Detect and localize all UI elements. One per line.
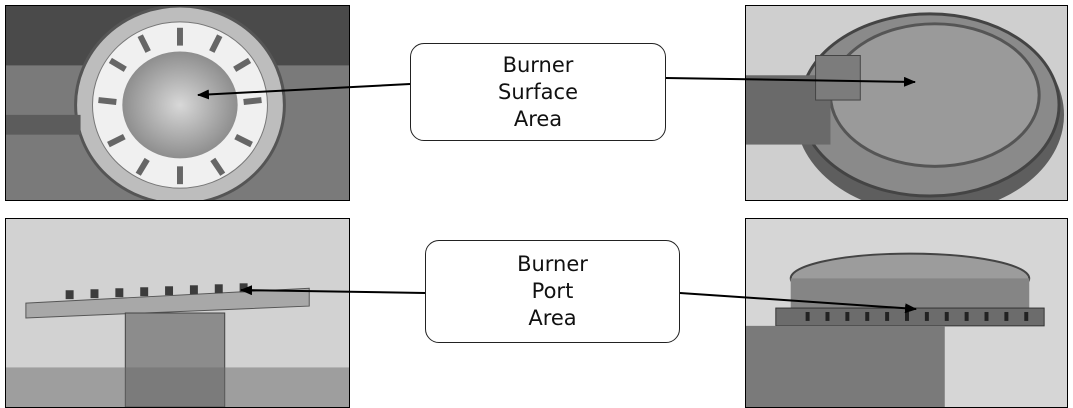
callout-burner-surface-area: Burner Surface Area: [410, 43, 666, 141]
callout-surface-line-2: Surface: [497, 79, 578, 104]
callout-port-line-3: Area: [528, 306, 577, 330]
callout-burner-port-area: Burner Port Area: [425, 240, 680, 343]
callout-port-line-2: Port: [531, 279, 574, 303]
callout-port-line-1: Burner: [517, 252, 588, 276]
callout-surface-line-3: Area: [513, 106, 563, 131]
callout-surface-line-1: Burner: [502, 52, 574, 77]
photo-sealed-burner-side: [5, 218, 350, 408]
photo-cast-burner-side: [745, 218, 1068, 408]
photo-cast-burner-top: [745, 5, 1068, 201]
photo-sealed-burner-top: [5, 5, 350, 201]
